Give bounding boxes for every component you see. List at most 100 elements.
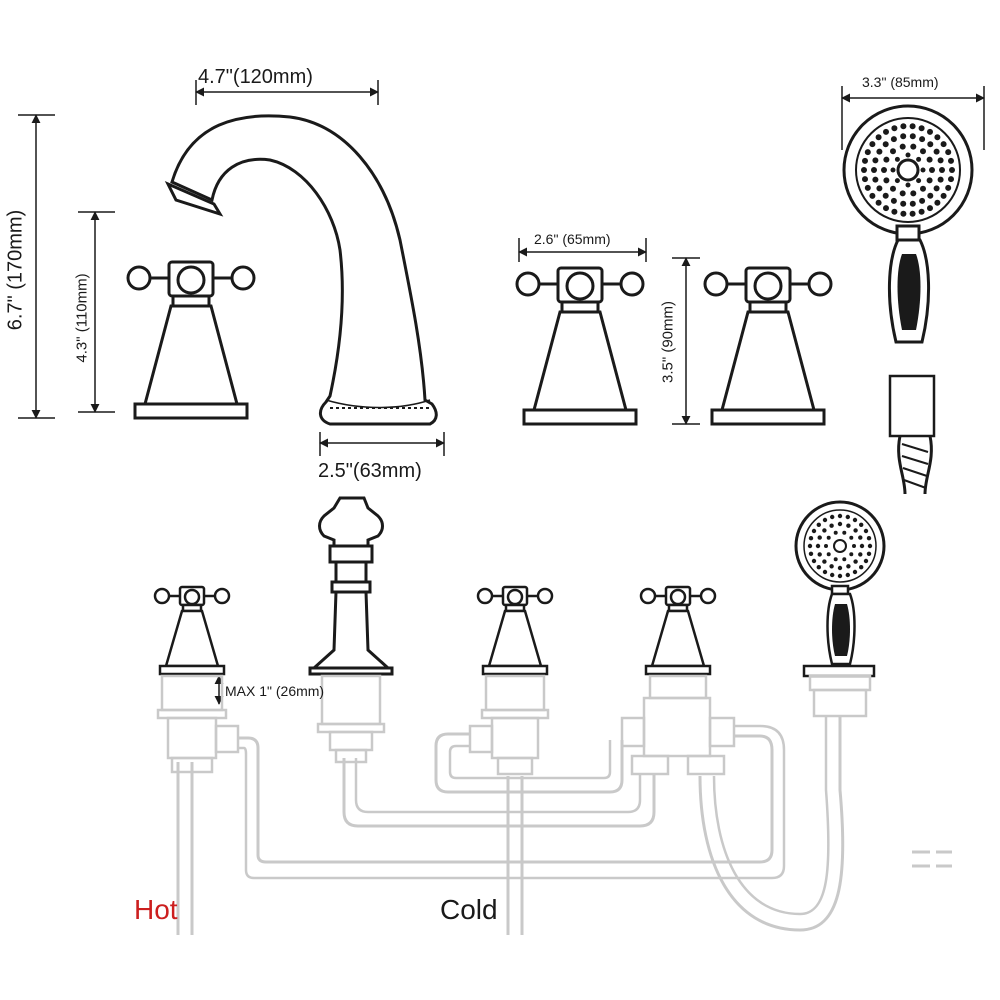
nozzle-dot	[937, 157, 944, 164]
nozzle-dot	[940, 141, 947, 148]
nozzle-dot	[905, 152, 911, 158]
nozzle-dot	[837, 521, 843, 527]
dim-max-deck: MAX 1" (26mm)	[225, 683, 325, 699]
nozzle-dot	[875, 134, 882, 141]
nozzle-dot	[890, 197, 897, 204]
nozzle-dot	[858, 552, 863, 557]
nozzle-dot	[837, 565, 843, 571]
nozzle-dot	[816, 522, 821, 527]
nozzle-dot	[927, 192, 934, 199]
nozzle-dot	[919, 136, 926, 143]
nozzle-dot	[933, 185, 940, 192]
nozzle-dot	[822, 559, 827, 564]
nozzle-dot	[826, 552, 831, 557]
nozzle-dot	[890, 136, 897, 143]
nozzle-dot	[876, 185, 883, 192]
dim-handle-height: 4.3" (110mm)	[73, 273, 91, 363]
dim-spout-base: 2.5"(63mm)	[318, 460, 422, 482]
nozzle-dot	[869, 141, 876, 148]
nozzle-dot	[891, 125, 898, 132]
hand-shower-top	[842, 104, 974, 495]
nozzle-dot	[845, 514, 850, 520]
nozzle-dot	[858, 535, 863, 540]
nozzle-dot	[929, 167, 935, 173]
nozzle-dot	[822, 528, 827, 533]
nozzle-dot	[916, 178, 922, 184]
nozzle-dot	[882, 141, 889, 148]
hot-label: Hot	[134, 894, 178, 925]
nozzle-dot	[826, 535, 831, 540]
nozzle-dot	[817, 535, 822, 540]
nozzle-dot	[829, 564, 834, 569]
hot-valve-top	[126, 260, 256, 420]
cold-valve-top	[515, 266, 645, 426]
nozzle-dot	[807, 543, 813, 549]
nozzle-dot	[863, 558, 869, 564]
nozzle-dot	[816, 565, 821, 570]
nozzle-dot	[859, 522, 864, 527]
nozzle-dot	[945, 184, 952, 191]
nozzle-dot	[849, 552, 854, 557]
nozzle-dot	[866, 536, 872, 541]
cold-label: Cold	[440, 894, 498, 925]
nozzle-dot	[842, 530, 847, 535]
nozzle-dot	[890, 185, 896, 192]
nozzle-dot	[872, 176, 879, 183]
nozzle-dot	[881, 167, 887, 173]
nozzle-dot	[910, 143, 917, 150]
nozzle-dot	[949, 167, 955, 173]
nozzle-dot	[837, 513, 843, 519]
dim-handle-width: 2.6" (65mm)	[534, 231, 611, 247]
nozzle-dot	[876, 148, 883, 155]
nozzle-dot	[842, 557, 847, 562]
nozzle-dot	[852, 544, 856, 548]
nozzle-dot	[811, 528, 817, 534]
nozzle-dot	[861, 167, 867, 173]
nozzle-dot	[875, 199, 882, 206]
nozzle-dot	[883, 128, 889, 135]
nozzle-dot	[926, 177, 933, 184]
nozzle-dot	[862, 157, 868, 164]
nozzle-dot	[808, 536, 814, 541]
nozzle-dot	[830, 514, 835, 520]
spout-top	[164, 114, 438, 426]
nozzle-dot	[918, 208, 925, 215]
nozzle-dot	[837, 573, 843, 579]
nozzle-dot	[909, 123, 916, 130]
nozzle-dot	[859, 543, 865, 549]
nozzle-dot	[933, 148, 940, 155]
plumbing-pipes	[176, 716, 952, 935]
nozzle-dot	[871, 167, 877, 173]
dim-overall-height: 6.7" (170mm)	[4, 209, 27, 331]
nozzle-dot	[909, 133, 916, 140]
nozzle-dot	[927, 141, 934, 148]
nozzle-dot	[909, 200, 916, 207]
nozzle-dot	[919, 197, 926, 204]
nozzle-dot	[853, 528, 858, 533]
nozzle-dot	[940, 192, 947, 199]
nozzle-dot	[829, 523, 834, 528]
nozzle-dot	[899, 190, 906, 197]
nozzle-dot	[890, 148, 896, 155]
nozzle-dot	[890, 167, 896, 173]
nozzle-dot	[846, 523, 851, 528]
nozzle-dot	[934, 134, 941, 141]
nozzle-dot	[945, 149, 952, 156]
nozzle-dot	[899, 143, 906, 150]
nozzle-dot	[872, 157, 879, 164]
nozzle-dot	[910, 190, 917, 197]
nozzle-dot	[822, 569, 828, 575]
dim-shower-head: 3.3" (85mm)	[862, 74, 939, 90]
nozzle-dot	[833, 557, 838, 562]
nozzle-dot	[920, 185, 926, 192]
nozzle-dot	[817, 552, 822, 557]
nozzle-dot	[909, 210, 916, 217]
nozzle-dot	[863, 528, 869, 534]
nozzle-dot	[939, 167, 945, 173]
hand-shower-bottom	[794, 500, 886, 718]
nozzle-dot	[845, 572, 850, 578]
dimension-lines	[18, 80, 985, 705]
cold-valve-bottom	[468, 585, 554, 776]
nozzle-dot	[937, 176, 944, 183]
nozzle-dot	[927, 128, 933, 135]
